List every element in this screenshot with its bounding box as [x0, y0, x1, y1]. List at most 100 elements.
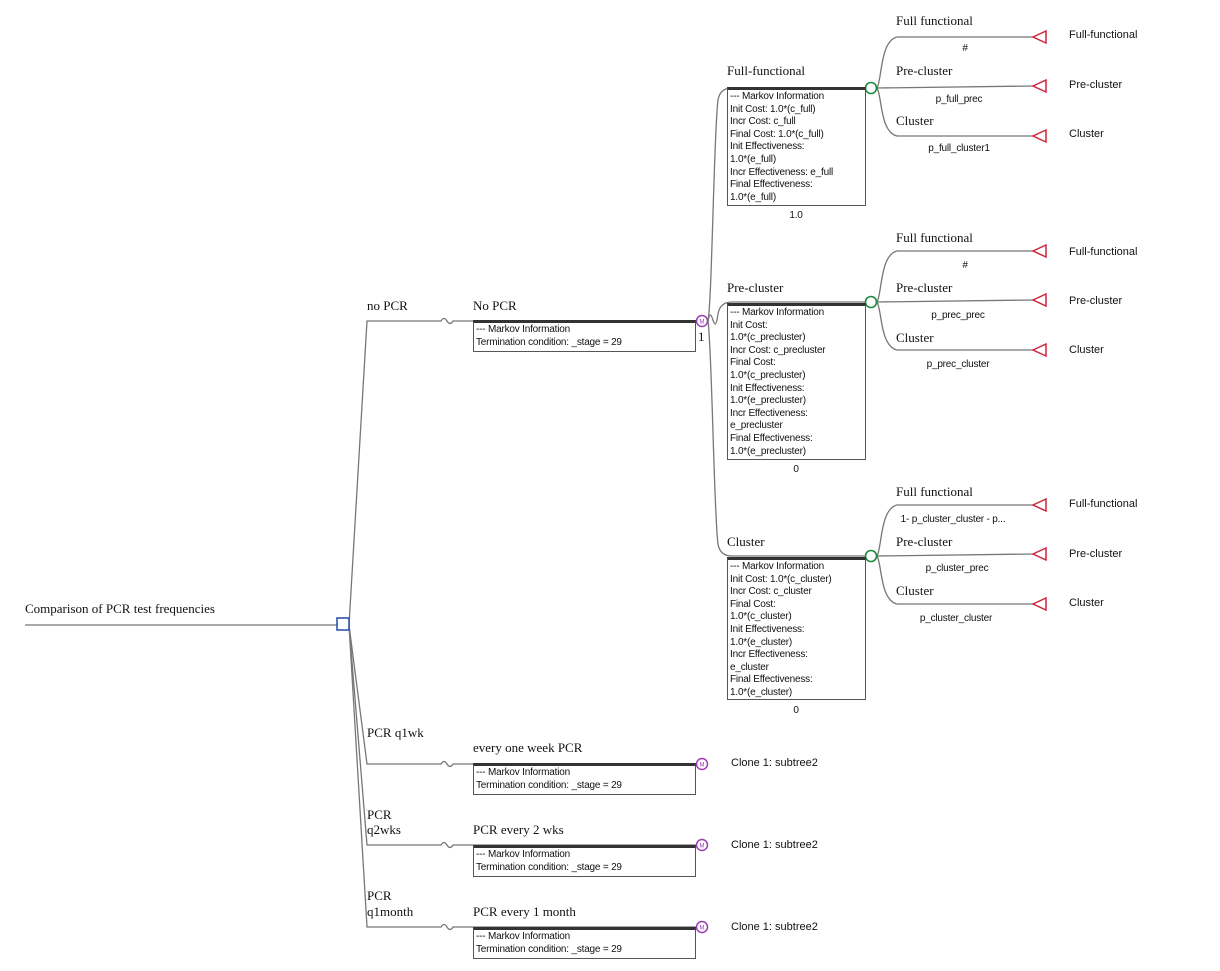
markov-info-box-q1month[interactable]: --- Markov Information Termination condi…	[473, 927, 696, 959]
terminal-label: Cluster	[1069, 128, 1104, 140]
markov-node-label-q2wks: PCR every 2 wks	[473, 822, 564, 837]
markov-info-box-q1wk[interactable]: --- Markov Information Termination condi…	[473, 763, 696, 795]
info-line: 1.0*(e_precluster)	[730, 395, 806, 407]
markov-value: 1	[698, 329, 705, 344]
info-line: --- Markov Information	[730, 307, 824, 318]
markov-node-icon[interactable]: M	[695, 838, 709, 852]
state-branch-line-full-functional	[707, 87, 866, 322]
termination-condition: Termination condition: _stage = 29	[476, 943, 622, 955]
info-line: 1.0*(c_precluster)	[730, 369, 806, 381]
info-line: 1.0*(e_full)	[730, 191, 776, 203]
transition-label: Pre-cluster	[896, 280, 953, 295]
transition-branch-line	[876, 301, 1033, 351]
transition-label: Cluster	[896, 583, 934, 598]
transition-prob: p_cluster_cluster	[919, 613, 993, 624]
strategy-branch-line-q1month	[348, 624, 696, 931]
transition-prob: p_full_cluster1	[928, 143, 990, 154]
transition-prob: #	[962, 260, 968, 271]
chance-node-icon[interactable]	[864, 81, 878, 95]
markov-info-header: --- Markov Information	[476, 767, 570, 778]
transition-branch-line	[876, 85, 1034, 89]
markov-node-icon[interactable]: M	[695, 920, 709, 934]
info-line: e_precluster	[730, 420, 783, 432]
state-info-box-cluster[interactable]: --- Markov Information Init Cost: 1.0*(c…	[727, 557, 866, 700]
transition-branch-line	[876, 555, 1033, 605]
terminal-node-icon[interactable]	[1031, 497, 1047, 513]
termination-condition: Termination condition: _stage = 29	[476, 779, 622, 791]
markov-info-box-no-pcr[interactable]: --- Markov Information Termination condi…	[473, 320, 696, 352]
transition-branch-line	[876, 250, 1033, 303]
initial-prob-cluster: 0	[793, 705, 799, 716]
markov-info-header: --- Markov Information	[476, 324, 570, 335]
svg-text:M: M	[700, 844, 705, 850]
termination-condition: Termination condition: _stage = 29	[476, 336, 622, 348]
initial-prob-pre-cluster: 0	[793, 464, 799, 475]
svg-text:M: M	[700, 320, 705, 326]
terminal-node-icon[interactable]	[1031, 243, 1047, 259]
info-line: Incr Cost: c_full	[730, 116, 796, 128]
info-line: Init Cost: 1.0*(c_full)	[730, 103, 816, 115]
strategy-branch-line-no-pcr	[348, 317, 696, 626]
info-line: e_cluster	[730, 661, 769, 673]
terminal-label: Cluster	[1069, 344, 1104, 356]
state-info-box-pre-cluster[interactable]: --- Markov Information Init Cost: 1.0*(c…	[727, 303, 866, 460]
initial-prob-full-functional: 1.0	[789, 210, 803, 221]
info-line: Final Cost: 1.0*(c_full)	[730, 128, 824, 140]
info-line: Incr Effectiveness:	[730, 407, 808, 419]
clone-label-q1wk: Clone 1: subtree2	[731, 757, 818, 769]
transition-prob: p_cluster_prec	[925, 563, 989, 574]
transition-label: Full functional	[896, 484, 973, 499]
decision-node-icon[interactable]	[336, 617, 350, 631]
chance-node-icon[interactable]	[864, 549, 878, 563]
terminal-label: Full-functional	[1069, 498, 1138, 510]
info-line: 1.0*(e_cluster)	[730, 636, 793, 648]
transition-prob: p_full_prec	[935, 94, 983, 105]
info-line: Init Cost: 1.0*(c_cluster)	[730, 573, 832, 585]
transition-prob: p_prec_prec	[931, 310, 985, 321]
terminal-label: Pre-cluster	[1069, 79, 1123, 91]
terminal-node-icon[interactable]	[1031, 342, 1047, 358]
strategy-branch-line-q1wk	[348, 624, 696, 768]
termination-condition: Termination condition: _stage = 29	[476, 861, 622, 873]
transition-branch-line	[876, 299, 1034, 303]
markov-node-icon[interactable]: M	[695, 314, 709, 328]
terminal-node-icon[interactable]	[1031, 128, 1047, 144]
transition-label: Pre-cluster	[896, 63, 953, 78]
terminal-node-icon[interactable]	[1031, 596, 1047, 612]
branch-label-pcr-q2wks-line1: PCR	[367, 807, 392, 822]
transition-branch-line	[876, 504, 1033, 557]
info-line: Incr Cost: c_cluster	[730, 586, 812, 598]
terminal-node-icon[interactable]	[1031, 546, 1047, 562]
info-line: Final Effectiveness:	[730, 179, 813, 191]
info-line: Incr Effectiveness:	[730, 649, 808, 661]
markov-node-icon[interactable]: M	[695, 757, 709, 771]
markov-info-box-q2wks[interactable]: --- Markov Information Termination condi…	[473, 845, 696, 877]
terminal-node-icon[interactable]	[1031, 78, 1047, 94]
clone-label-q2wks: Clone 1: subtree2	[731, 839, 818, 851]
clone-label-q1month: Clone 1: subtree2	[731, 921, 818, 933]
info-line: Final Effectiveness:	[730, 432, 813, 444]
info-line: 1.0*(e_cluster)	[730, 686, 793, 698]
terminal-node-icon[interactable]	[1031, 292, 1047, 308]
info-line: Final Effectiveness:	[730, 674, 813, 686]
transition-label: Full functional	[896, 13, 973, 28]
info-line: Init Effectiveness:	[730, 141, 805, 153]
chance-node-icon[interactable]	[864, 295, 878, 309]
transition-branch-line	[876, 36, 1033, 89]
info-line: Final Cost:	[730, 357, 776, 369]
info-line: 1.0*(e_precluster)	[730, 445, 806, 457]
state-label-pre-cluster: Pre-cluster	[727, 280, 784, 295]
info-line: 1.0*(c_precluster)	[730, 332, 806, 344]
terminal-label: Cluster	[1069, 597, 1104, 609]
info-line: --- Markov Information	[730, 561, 824, 572]
branch-label-pcr-q1wk: PCR q1wk	[367, 725, 424, 740]
state-info-box-full-functional[interactable]: --- Markov Information Init Cost: 1.0*(c…	[727, 87, 866, 206]
terminal-node-icon[interactable]	[1031, 29, 1047, 45]
state-branch-line-pre-cluster	[707, 301, 866, 325]
info-line: Final Cost:	[730, 598, 776, 610]
state-label-cluster: Cluster	[727, 534, 765, 549]
svg-text:M: M	[700, 926, 705, 932]
state-branch-line-cluster	[707, 320, 866, 557]
terminal-label: Full-functional	[1069, 29, 1138, 41]
